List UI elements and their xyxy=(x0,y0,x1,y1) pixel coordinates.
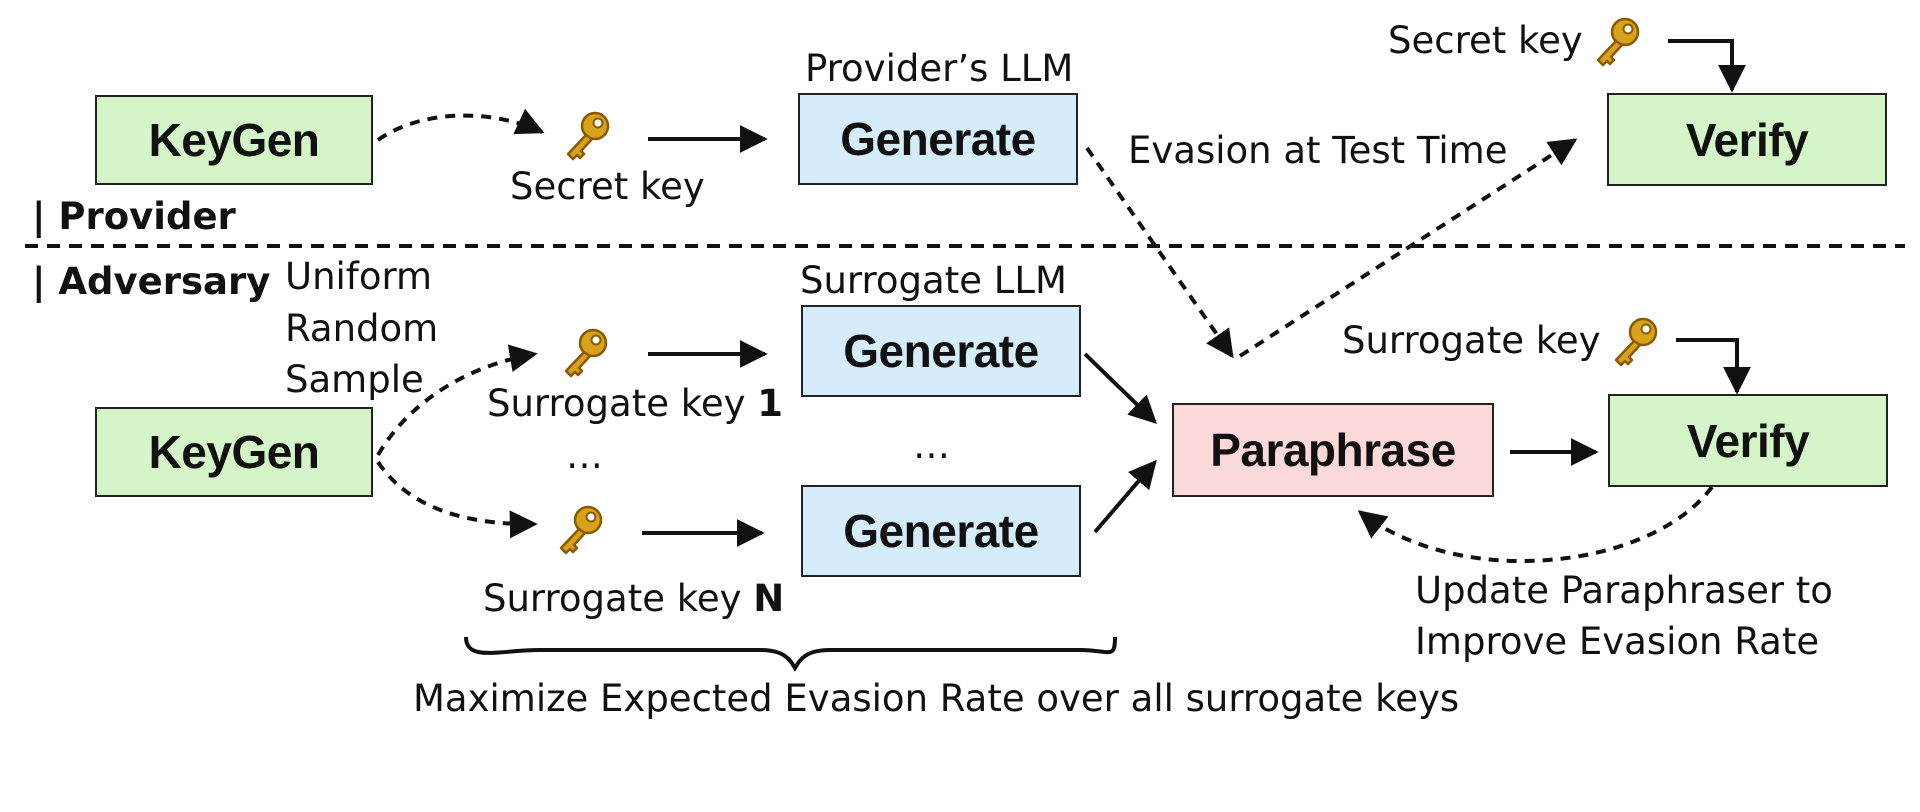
surrogate-key-1-prefix: Surrogate key xyxy=(487,382,758,425)
generate-n-to-paraphrase-arrow xyxy=(1093,459,1157,534)
adversary-verify-box[interactable]: Verify xyxy=(1608,394,1888,487)
provider-keygen-box[interactable]: KeyGen xyxy=(95,95,373,185)
key-icon xyxy=(559,505,603,555)
key-icon xyxy=(564,328,608,378)
update-paraphraser-label-line-2: Improve Evasion Rate xyxy=(1415,620,1820,663)
surrogate-key-n-index: N xyxy=(753,577,785,620)
provider-verify-box[interactable]: Verify xyxy=(1607,93,1887,186)
surrogate-key-to-verify-arrow xyxy=(1676,338,1751,395)
paraphrase-box[interactable]: Paraphrase xyxy=(1172,403,1494,497)
objective-label: Maximize Expected Evasion Rate over all … xyxy=(413,677,1460,720)
surrogate-keys-brace xyxy=(464,636,1117,672)
sampling-label-line-3: Sample xyxy=(285,358,424,401)
paraphrase-to-verify-evasion-arrow xyxy=(1238,138,1578,358)
surrogate-key-1-index: 1 xyxy=(757,382,784,425)
key-icon xyxy=(1596,17,1640,67)
keygen-to-surrogate-key-n-arrow xyxy=(376,460,538,539)
sampling-label-line-1: Uniform xyxy=(285,255,433,298)
surrogate-key-n-prefix: Surrogate key xyxy=(483,577,754,620)
provider-generate-box[interactable]: Generate xyxy=(798,93,1078,185)
verify-to-paraphrase-feedback-arrow xyxy=(1357,485,1714,564)
adversary-role-label: | Adversary xyxy=(32,260,271,303)
secret-key-label: Secret key xyxy=(510,165,705,208)
surrogate-key-ellipsis: … xyxy=(566,434,603,477)
surrogate-llm-label: Surrogate LLM xyxy=(800,259,1067,302)
adversary-keygen-box[interactable]: KeyGen xyxy=(95,407,373,497)
sampling-label-line-2: Random xyxy=(285,307,439,350)
generate-ellipsis: … xyxy=(913,424,950,467)
update-paraphraser-label-line-1: Update Paraphraser to xyxy=(1415,569,1833,612)
provider-role-label: | Provider xyxy=(32,195,236,238)
evasion-at-test-time-label: Evasion at Test Time xyxy=(1128,129,1508,172)
generate-1-to-paraphrase-arrow xyxy=(1083,352,1158,424)
verify-surrogate-key-label: Surrogate key xyxy=(1342,319,1601,362)
provider-llm-label: Provider’s LLM xyxy=(805,47,1074,90)
surrogate-generate-box-n[interactable]: Generate xyxy=(801,485,1081,577)
verify-secret-key-label: Secret key xyxy=(1388,19,1583,62)
keygen-to-secret-key-arrow xyxy=(376,108,545,142)
keygen-to-surrogate-key-1-arrow xyxy=(376,344,538,457)
generate-to-paraphrase-arrow xyxy=(1085,146,1234,359)
surrogate-key-1-label: Surrogate key 1 xyxy=(487,385,783,422)
secret-key-to-verify-arrow xyxy=(1668,39,1746,93)
key-icon xyxy=(566,111,610,161)
surrogate-generate-box-1[interactable]: Generate xyxy=(801,305,1081,397)
surrogate-key-n-label: Surrogate key N xyxy=(483,580,784,617)
key-icon xyxy=(1614,317,1658,367)
